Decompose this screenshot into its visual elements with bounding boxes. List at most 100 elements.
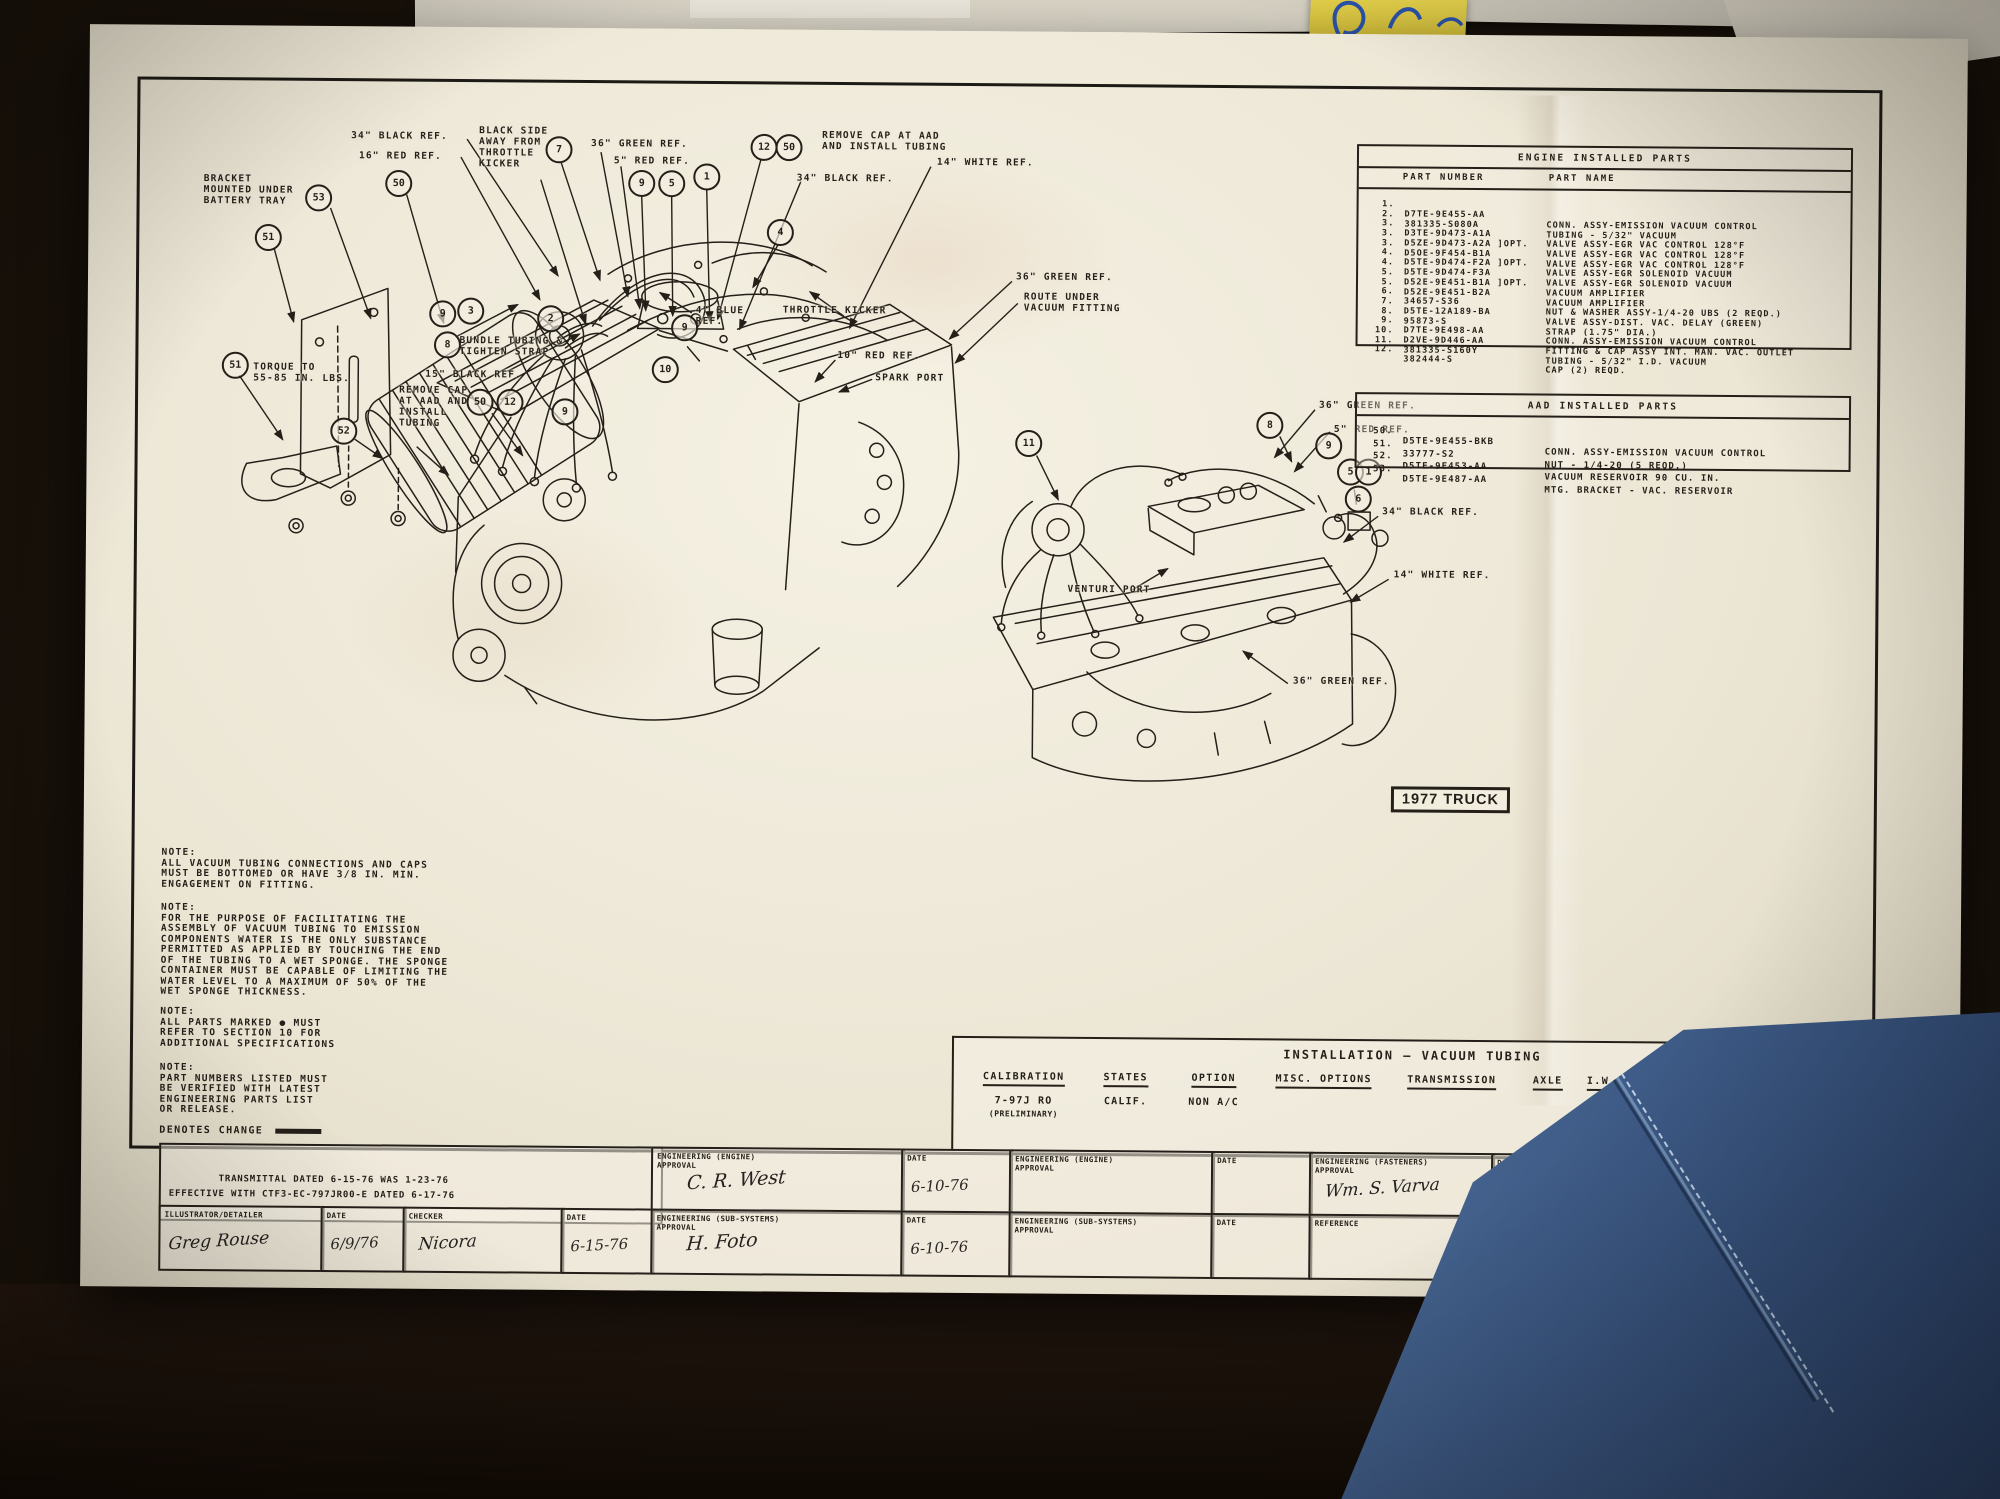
table-surface: [0, 1284, 1520, 1499]
callout-label: BRACKET MOUNTED UNDER BATTERY TRAY: [203, 173, 294, 207]
signature: H. Foto: [685, 1228, 759, 1256]
part-name: CAP (2) REQD.: [1545, 365, 1627, 377]
item-number-bubble: 8: [1256, 411, 1284, 440]
item-number-bubble: 50: [466, 388, 494, 416]
item-number-bubble: 11: [1015, 429, 1043, 458]
background-paper: [690, 0, 970, 18]
cell-label: DATE: [326, 1211, 347, 1221]
callout-label: 34" BLACK REF.: [1382, 506, 1480, 519]
callout-label: 36" GREEN REF.: [1015, 271, 1113, 284]
cell-label: DATE: [566, 1212, 587, 1223]
callout-label: 14" WHITE REF.: [1393, 569, 1491, 582]
item-number-bubble: 12: [496, 388, 524, 417]
cell-label: ENGINEERING (FASTENERS) APPROVAL: [1314, 1156, 1429, 1176]
cell-label: DATE: [906, 1215, 927, 1225]
table-row: 53. D5TE-9E487-AA MTG. BRACKET - VAC. RE…: [1357, 454, 1849, 497]
col-part-number: PART NUMBER: [1402, 172, 1485, 184]
callout-label: 36" GREEN REF.: [591, 138, 688, 150]
item-number-bubble: 51: [221, 351, 249, 379]
callout-label: 34" BLACK REF.: [796, 172, 894, 185]
change-bar-icon: [275, 1128, 322, 1134]
calibration-note: (PRELIMINARY): [988, 1109, 1059, 1119]
part-number: 382444-S: [1403, 354, 1454, 366]
callout-label: BUNDLE TUBING & TIGHTEN STRAP: [459, 335, 564, 358]
callout-label: 34" BLACK REF.: [351, 130, 449, 142]
note-block: NOTE: PART NUMBERS LISTED MUST BE VERIFI…: [159, 1061, 329, 1116]
col-part-name: PART NAME: [1548, 173, 1616, 185]
signature: Greg Rouse: [167, 1227, 270, 1255]
eng-engine-approval-cell: ENGINEERING (ENGINE) APPROVAL C. R. West: [650, 1146, 906, 1215]
cell-label: CHECKER: [408, 1211, 444, 1221]
note-block: NOTE: ALL VACUUM TUBING CONNECTIONS AND …: [161, 846, 429, 891]
callout-label: 4" BLUE REF.: [695, 304, 745, 328]
eng-engine-approval-cell-2: ENGINEERING (ENGINE) APPROVAL: [1008, 1149, 1216, 1217]
col-calibration: CALIBRATION: [982, 1071, 1065, 1087]
col-states: STATES: [1103, 1072, 1149, 1088]
item-number-bubble: 2: [537, 305, 565, 333]
callout-label: ROUTE UNDER VACUUM FITTING: [1023, 291, 1121, 315]
item-number-bubble: 9: [1315, 432, 1343, 460]
item-number: 53.: [1372, 463, 1393, 474]
cell-label: DATE: [907, 1153, 927, 1163]
handwritten-date: 6-10-76: [910, 1175, 970, 1197]
item-number-bubble: 9: [671, 314, 699, 342]
truck-year-badge: 1977 TRUCK: [1390, 786, 1511, 814]
illustrator-cell: ILLUSTRATOR/DETAILER Greg Rouse: [158, 1204, 325, 1272]
item-number-bubble: 10: [651, 356, 679, 384]
callout-label: TORQUE TO 55-85 IN. LBS.: [253, 361, 351, 385]
cell-label: DATE: [1216, 1218, 1237, 1228]
item-number-bubble: 8: [433, 331, 462, 359]
handwritten-date: 6-15-76: [570, 1234, 629, 1256]
signature: C. R. West: [686, 1166, 787, 1195]
item-number: 12.: [1374, 344, 1394, 355]
denotes-change-legend: DENOTES CHANGE: [159, 1124, 322, 1137]
background-paper: [1454, 0, 1756, 27]
item-number-bubble: 3: [457, 297, 485, 325]
item-number-bubble: 5: [658, 170, 686, 198]
item-number-bubble: 50: [775, 134, 803, 162]
signature: Nicora: [417, 1231, 478, 1255]
cell-label: DATE: [1217, 1156, 1237, 1166]
item-number-bubble: 12: [750, 133, 778, 162]
col-option: OPTION: [1191, 1072, 1237, 1089]
col-misc-options: MISC. OPTIONS: [1275, 1073, 1373, 1090]
item-number-bubble: 7: [545, 136, 573, 164]
handwritten-date: 6/9/76: [330, 1233, 380, 1254]
callout-label: 5" RED REF.: [613, 155, 691, 167]
date-cell: DATE 6/9/76: [320, 1205, 407, 1273]
callout-label: 14" WHITE REF.: [936, 156, 1034, 169]
pen-scribble: [1332, 0, 1464, 37]
cell-label: ILLUSTRATOR/DETAILER: [164, 1209, 263, 1220]
denotes-change-label: DENOTES CHANGE: [159, 1124, 264, 1137]
callout-label: THROTTLE KICKER: [782, 304, 887, 317]
date-cell: DATE: [1210, 1150, 1314, 1218]
engine-installed-parts-table: ENGINE INSTALLED PARTS PART NUMBER PART …: [1355, 144, 1854, 377]
item-number-bubble: 1: [693, 163, 721, 191]
option-value: NON A/C: [1188, 1096, 1239, 1109]
part-number: D5TE-9E487-AA: [1402, 473, 1488, 485]
date-cell: DATE 6-10-76: [900, 1210, 1013, 1278]
callout-label: VENTURI PORT: [1067, 583, 1151, 596]
part-name: VACUUM RESERVOIR 90 CU. IN.: [1544, 472, 1721, 484]
eng-sub-systems-approval-cell-2: ENGINEERING (SUB-SYSTEMS) APPROVAL: [1008, 1211, 1215, 1279]
sticky-note: [1308, 0, 1468, 56]
item-number-bubble: 9: [429, 300, 457, 328]
callout-label: REMOVE CAP AT AAD AND INSTALL TUBING: [398, 384, 469, 429]
item-number-bubble: 4: [766, 218, 794, 247]
aad-installed-parts-table: AAD INSTALLED PARTS 50. D5TE-9E455-BKB C…: [1354, 392, 1852, 497]
item-number-bubble: 52: [330, 417, 358, 445]
callout-label: REMOVE CAP AT AAD AND INSTALL TUBING: [822, 129, 947, 153]
cell-label: REFERENCE: [1314, 1218, 1359, 1229]
callout-label: BLACK SIDE AWAY FROM THROTTLE KICKER: [478, 125, 549, 170]
date-cell: DATE: [1210, 1212, 1313, 1280]
item-number-bubble: 51: [254, 223, 282, 252]
item-number-bubble: 9: [628, 169, 656, 198]
item-number-bubble: 53: [305, 184, 333, 212]
checker-cell: CHECKER Nicora: [402, 1206, 565, 1274]
callout-label: 16" RED REF.: [358, 150, 443, 162]
item-number-bubble: 50: [385, 169, 413, 198]
note-block: NOTE: ALL PARTS MARKED ● MUST REFER TO S…: [159, 1005, 336, 1050]
handwritten-date: 6-10-76: [910, 1237, 969, 1259]
note-block: NOTE: FOR THE PURPOSE OF FACILITATING TH…: [160, 901, 449, 998]
